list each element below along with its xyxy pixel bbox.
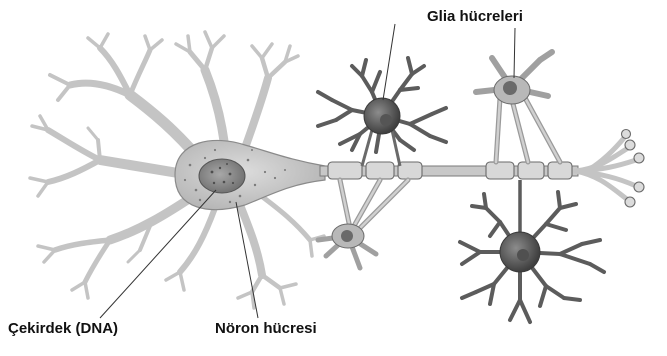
nucleus [199, 159, 245, 193]
glia-cell-bottom-center [318, 180, 408, 268]
glia-cell-top-right [476, 52, 560, 162]
glia-cell-bottom-right [460, 180, 604, 322]
glia-leader-line-b [514, 28, 515, 78]
neuron-cell-label: Nöron hücresi [215, 320, 317, 337]
nucleus-label: Çekirdek (DNA) [8, 320, 118, 337]
neuron-soma [175, 140, 325, 209]
glia-cells-label: Glia hücreleri [427, 8, 523, 25]
glia-cell-top-center [318, 58, 446, 166]
nucleus-leader-line [100, 190, 216, 318]
glia-leader-line-a [383, 24, 395, 100]
